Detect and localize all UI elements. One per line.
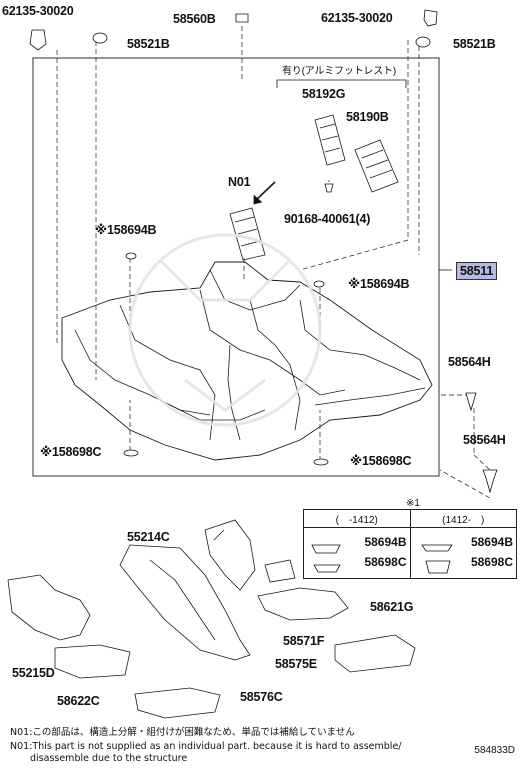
clip-right-icon [423,9,438,27]
label-grommet-left: 58521B [127,37,170,51]
label-mat-pad-left: 58622C [57,694,100,708]
hook-base-right-icon [313,458,329,466]
hook-base-left-icon [123,449,139,457]
clip-left-icon [29,29,47,51]
grommet-left-icon [92,32,108,44]
plug-top-icon [235,13,249,23]
table-col2-header: (1412- ) [409,509,517,528]
silencer-front [204,519,256,591]
table-col2-cell: 58694B 58698C [409,527,517,579]
label-fastener-2: 58564H [463,433,506,447]
table-r2c2: 58698C [470,555,513,569]
watermark-logo [128,233,322,427]
label-hook-left: ※158694B [95,223,157,237]
table-r1c1: 58694B [364,535,407,549]
label-screw: 90168-40061(4) [284,212,371,226]
footrest-plate [314,114,346,166]
option-bracket [276,79,407,88]
label-clip-right: 62135-30020 [321,11,393,25]
footrest-pad [354,139,399,193]
hook-right-icon [313,280,325,288]
note-en-2: disassemble due to the structure [30,753,188,764]
label-mat-rear-center: 58576C [240,690,283,704]
label-n01: N01 [228,175,251,189]
table-col1-header: ( -1412) [303,509,411,528]
carpet-outline [61,261,433,461]
label-carpet-assy[interactable]: 58511 [456,262,498,280]
label-hook-base-left: ※158698C [40,445,102,459]
table-col1-cell: 58694B 58698C [303,527,411,579]
assembly-frame [32,57,440,477]
label-hook-right: ※158694B [348,277,410,291]
label-silencer-dash: 55215D [12,666,55,680]
label-mat-pad-right: 58575E [275,657,317,671]
label-grommet-right: 58521B [453,37,496,51]
note-en-1: N01:This part is not supplied as an indi… [10,741,402,752]
grommet-right-icon [415,36,431,48]
hook-left-icon [125,252,137,260]
mat-rear-center [134,687,221,719]
label-mat-rear-right: 58621G [370,600,414,614]
label-clip-left: 62135-30020 [2,4,74,18]
variant-table: ( -1412) (1412- ) 58694B 58698C 58694B 5… [303,509,517,579]
note-jp: N01:この部品は、構造上分解・組付けが困難なため、単品では補給していません [10,727,355,738]
mat-rear-right [257,587,349,621]
table-ref: ※1 [406,498,420,509]
mat-pad-right [334,634,416,673]
label-footrest-pad: 58190B [346,110,389,124]
label-hook-base-right: ※158698C [350,454,412,468]
label-fastener-1: 58564H [448,355,491,369]
n01-pad [229,207,266,261]
label-footrest-plate: 58192G [302,87,346,101]
fastener-2-icon [482,469,498,494]
table-r2c1: 58698C [364,555,407,569]
label-option-header: 有り(アルミフットレスト) [282,66,396,77]
screw-icon [324,183,334,193]
table-r1c2: 58694B [470,535,513,549]
silencer-dash [7,574,91,641]
label-silencer-front: 55214C [127,530,170,544]
label-mat-center: 58571F [283,634,325,648]
mat-pad-left [54,644,131,679]
label-plug-top: 58560B [173,12,216,26]
fastener-1-icon [465,392,477,412]
figure-code: 584833D [474,745,515,756]
